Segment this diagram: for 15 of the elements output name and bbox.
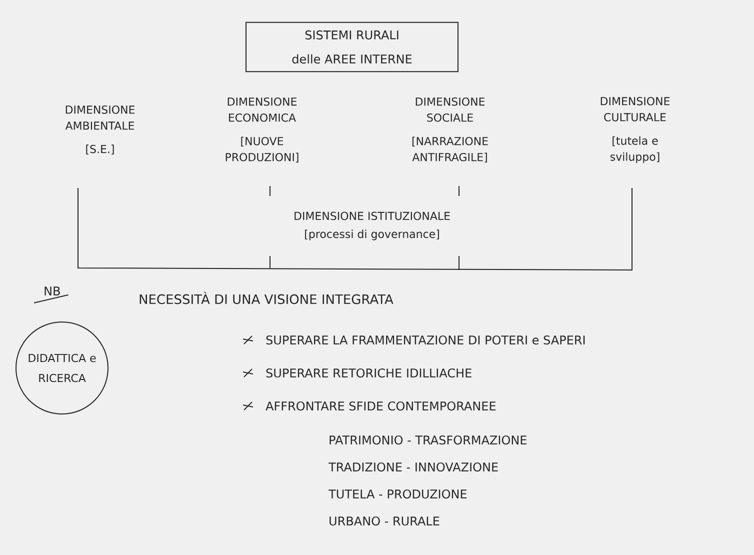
pair-text: TUTELA - PRODUZIONE bbox=[328, 489, 467, 499]
dimension-label: DIMENSIONE SOCIALE [NARRAZIONE ANTIFRAGILE] bbox=[412, 97, 488, 163]
list-item: SUPERARE LA FRAMMENTAZIONE DI POTERI e SAPERI bbox=[266, 335, 585, 345]
heading-text: NECESSITÀ DI UNA VISIONE INTEGRATA bbox=[140, 292, 394, 304]
list-item: SUPERARE RETORICHE IDILLIACHE bbox=[266, 368, 472, 378]
pair-text: URBANO - RURALE bbox=[330, 516, 440, 526]
dimension-label: DIMENSIONE ISTITUZIONALE [processi di governance] bbox=[294, 212, 450, 240]
dimension-label: DIMENSIONE ECONOMICA [NUOVE PRODUZIONI] bbox=[226, 97, 298, 163]
note-mark: NB bbox=[34, 286, 69, 304]
pair-text: TRADIZIONE - INNOVAZIONE bbox=[328, 462, 498, 472]
pair-text: PATRIMONIO - TRASFORMAZIONE bbox=[330, 435, 526, 445]
dimension-label: DIMENSIONE AMBIENTALE [S.E.] bbox=[65, 106, 135, 154]
dimension-label: DIMENSIONE CULTURALE [tutela e sviluppo] bbox=[600, 97, 670, 163]
list-item: AFFRONTARE SFIDE CONTEMPORANEE bbox=[266, 401, 496, 411]
title-box: SISTEMI RURALI delle AREE INTERNE bbox=[246, 22, 458, 72]
